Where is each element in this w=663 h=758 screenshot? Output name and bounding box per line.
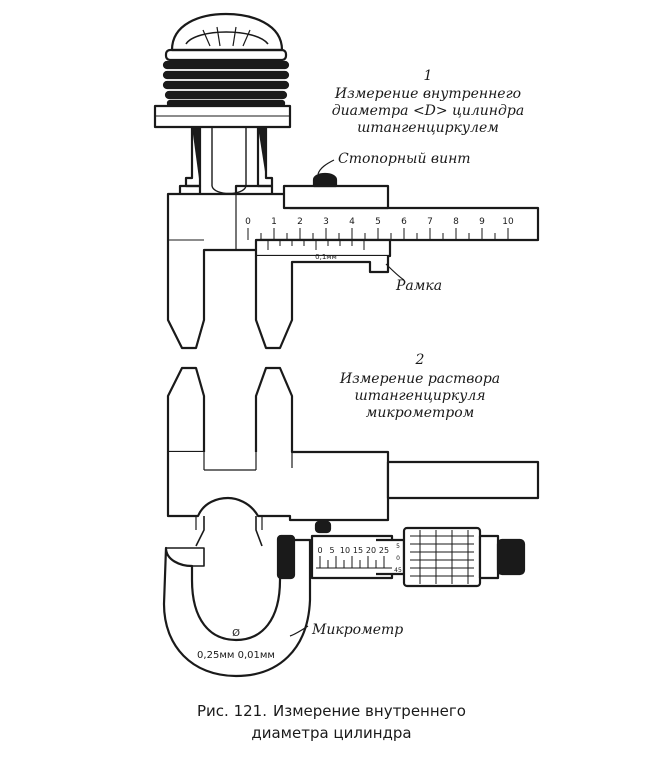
label-2-line-1: Измерение раствора (339, 371, 500, 387)
figure-caption: Рис. 121. Измерение внутреннего диаметра … (0, 700, 663, 744)
thimble-mark-0: 5 (396, 543, 400, 550)
micrometer-scale-label-0: 0 (317, 546, 322, 555)
label-2-line-3: микрометром (366, 405, 475, 421)
cylinder-head (162, 12, 290, 108)
micrometer-mark: Ø (232, 627, 240, 639)
micrometer-scale-label-4: 20 (366, 546, 376, 555)
caliper-scale-label-10: 10 (502, 217, 514, 227)
label-1-line-3: штангенциркулем (357, 120, 499, 136)
micrometer-precision-label: 0,25мм 0,01мм (197, 650, 275, 661)
caliper-main-scale (247, 228, 509, 250)
label-1-number: 1 (424, 68, 433, 84)
label-2-line-2: штангенциркуля (354, 388, 485, 404)
caliper-body (166, 184, 540, 350)
micrometer-label: Микрометр (311, 622, 403, 638)
caliper-scale-label-3: 3 (323, 217, 329, 227)
label-2-number: 2 (415, 352, 425, 368)
caption-figure-number: Рис. 121. (197, 702, 267, 720)
label-1-line-1: Измерение внутреннего (334, 86, 521, 102)
vernier-precision-label: 0,1мм (315, 253, 337, 261)
caliper-scale-label-7: 7 (427, 217, 433, 227)
stopper-screw-label: Стопорный винт (338, 151, 471, 167)
cylinder-barrel (153, 104, 292, 195)
caliper-scale-label-8: 8 (453, 217, 459, 227)
caliper-scale-label-4: 4 (349, 217, 355, 227)
caliper-lower-body (166, 366, 540, 547)
caption-title-line-1: Измерение внутреннего (273, 702, 466, 720)
leader-lines (289, 159, 405, 637)
label-1-line-2: диаметра <D> цилиндра (332, 103, 524, 119)
measurement-diagram: 1 Измерение внутреннего диаметра <D> цил… (153, 12, 540, 678)
thimble-mark-2: 45 (394, 567, 402, 574)
caliper-scale-label-5: 5 (375, 217, 381, 227)
caliper-scale-label-0: 0 (245, 217, 251, 227)
caliper-scale-label-9: 9 (479, 217, 485, 227)
caliper-scale-label-1: 1 (271, 217, 277, 227)
caption-title-line-2: диаметра цилиндра (251, 724, 412, 742)
caption-line-1: Рис. 121. Измерение внутреннего (0, 700, 663, 722)
micrometer (162, 520, 526, 678)
thimble-mark-1: 0 (396, 555, 400, 562)
micrometer-scale-label-3: 15 (353, 546, 363, 555)
micrometer-scale-label-1: 5 (329, 546, 334, 555)
caliper-scale-label-6: 6 (401, 217, 407, 227)
vernier-frame (254, 172, 392, 350)
frame-label: Рамка (395, 278, 442, 294)
caliper-scale-label-2: 2 (297, 217, 303, 227)
micrometer-scale-label-2: 10 (340, 546, 350, 555)
micrometer-scale-label-5: 25 (379, 546, 389, 555)
